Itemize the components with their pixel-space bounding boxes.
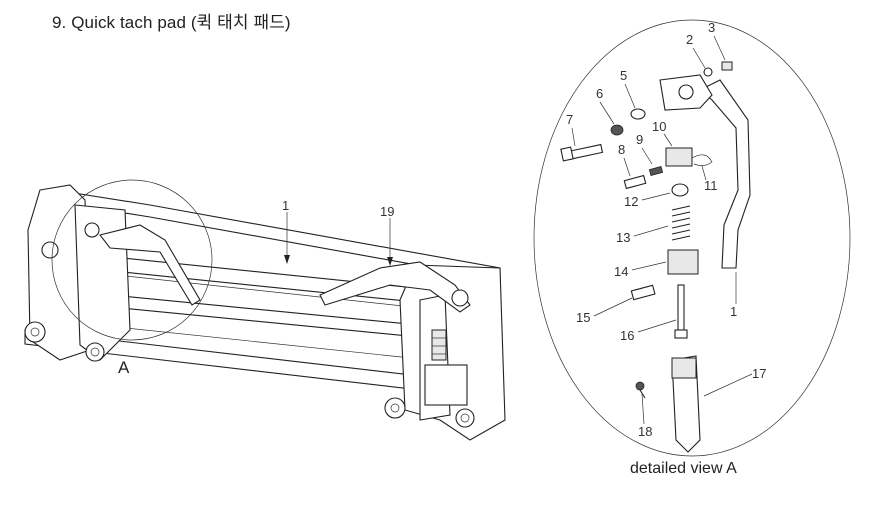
svg-text:2: 2: [686, 32, 693, 47]
svg-text:7: 7: [566, 112, 573, 127]
quick-tach-frame: [24, 184, 506, 441]
detail-view-ellipse: [533, 19, 851, 457]
svg-text:15: 15: [576, 310, 590, 325]
detail-caption: detailed view A: [630, 460, 737, 477]
svg-text:5: 5: [620, 68, 627, 83]
detail-callouts: 2 3 5 6 7 8 9 10 11 12 13 14 15 16 17 18…: [566, 20, 766, 439]
svg-text:6: 6: [596, 86, 603, 101]
svg-text:1: 1: [282, 198, 289, 213]
svg-text:16: 16: [620, 328, 634, 343]
detail-circle-a: [51, 179, 213, 341]
detail-label-a: A: [118, 358, 130, 377]
page-title: 9. Quick tach pad (퀵 태치 패드): [52, 13, 291, 32]
callout-1-main: 1: [282, 198, 290, 264]
callout-19: 19: [380, 204, 394, 266]
svg-text:1: 1: [730, 304, 737, 319]
svg-text:18: 18: [638, 424, 652, 439]
svg-text:19: 19: [380, 204, 394, 219]
svg-text:8: 8: [618, 142, 625, 157]
svg-text:11: 11: [704, 178, 718, 193]
svg-text:10: 10: [652, 119, 666, 134]
svg-text:17: 17: [752, 366, 766, 381]
svg-text:14: 14: [614, 264, 628, 279]
detail-parts: [560, 61, 751, 453]
svg-text:12: 12: [624, 194, 638, 209]
svg-text:13: 13: [616, 230, 630, 245]
svg-text:9: 9: [636, 132, 643, 147]
svg-text:3: 3: [708, 20, 715, 35]
